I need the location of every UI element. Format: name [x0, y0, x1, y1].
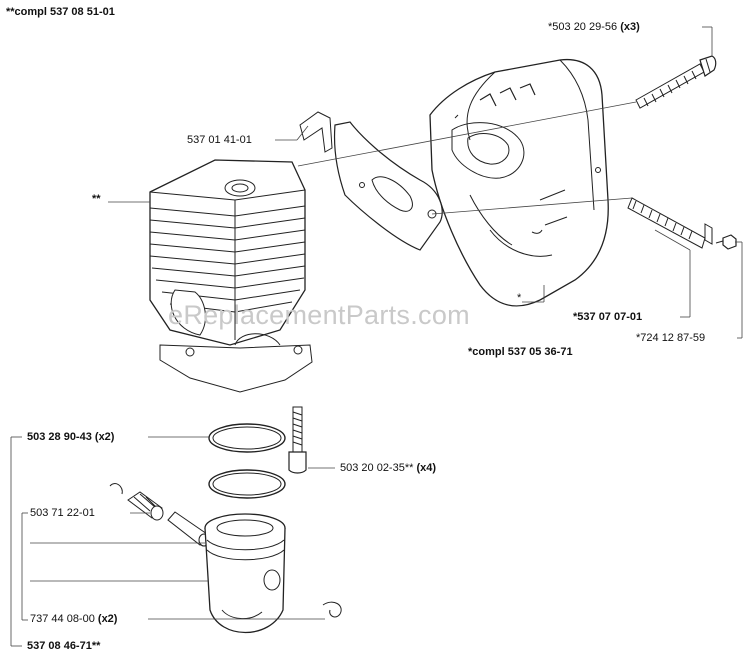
gasket-drawing	[299, 111, 443, 251]
watermark: eReplacementParts.com	[168, 300, 470, 330]
label-muffler-body: *	[517, 292, 522, 304]
label-cylinder-kit: **compl 537 08 51-01	[6, 6, 115, 18]
label-cylinder: **	[92, 193, 101, 205]
label-bolt-qty: (x3)	[620, 21, 640, 33]
label-needle-bearing: 503 71 22-01	[30, 507, 95, 519]
label-cylinder-screw-qty: (x4)	[416, 462, 437, 474]
piston-rings-drawing	[208, 423, 286, 499]
label-cylinder-screw-number: 503 20 02-35**	[340, 462, 414, 474]
label-piston-kit: 537 08 46-71**	[27, 640, 101, 652]
piston-drawing	[204, 513, 286, 633]
label-circlip: 737 44 08-00 (x2)	[30, 613, 117, 626]
leader-lines	[10, 26, 743, 647]
label-cylinder-screw: 503 20 02-35** (x4)	[340, 462, 436, 475]
label-gasket: 537 01 41-01	[187, 134, 252, 146]
label-muffler-kit: *compl 537 05 36-71	[468, 346, 573, 358]
label-screw: *724 12 87-59	[636, 332, 706, 344]
label-bolt: *503 20 29-56 (x3)	[548, 21, 640, 34]
bearing-pin-drawing	[109, 483, 342, 618]
label-spark-screen: *537 07 07-01	[573, 311, 643, 323]
label-piston-rings-number: 503 28 90-43	[27, 431, 92, 443]
cylinder-drawing	[149, 159, 313, 393]
muffler-body-drawing	[429, 58, 609, 307]
label-piston-rings-qty: (x2)	[94, 431, 115, 443]
label-circlip-number: 737 44 08-00	[30, 613, 95, 625]
cylinder-screw-drawing	[288, 406, 307, 474]
spark-screen-drawing	[627, 197, 737, 250]
label-circlip-qty: (x2)	[97, 613, 118, 625]
label-piston-rings: 503 28 90-43 (x2)	[27, 431, 114, 444]
label-bolt-number: *503 20 29-56	[548, 21, 618, 33]
long-bolt-drawing	[635, 55, 717, 109]
